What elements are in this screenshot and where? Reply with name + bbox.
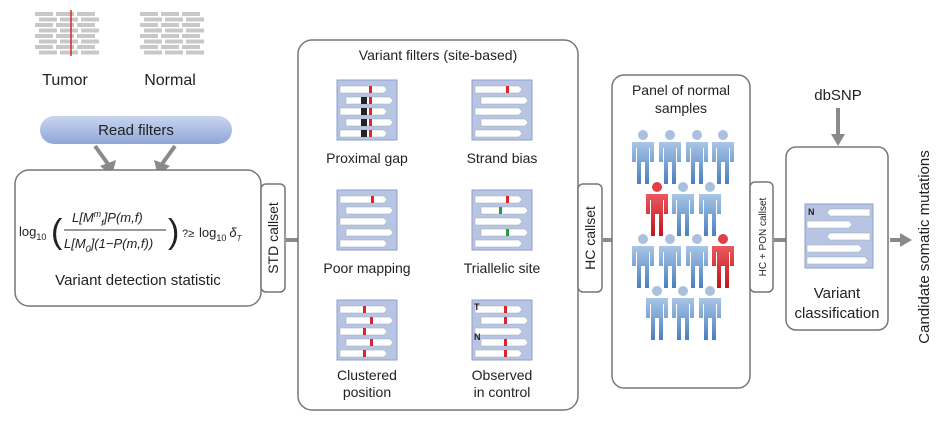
normal-person-icon: [686, 130, 708, 184]
formula-numerator: L[Mmf]P(m,f): [72, 209, 143, 228]
filter-proximal-gap: Proximal gap: [326, 79, 408, 166]
std-callset-tab: [260, 183, 286, 293]
tumor-reads-icon: [35, 10, 99, 56]
tumor-person-icon: [646, 182, 668, 236]
detection-formula: log10 ( L[Mmf]P(m,f) L[M0](1−P(m,f)) ) ?…: [19, 209, 243, 254]
filter-label: Strand bias: [467, 150, 538, 166]
normal-tag: N: [474, 332, 481, 342]
candidate-somatic-mutations-label: Candidate somatic mutations: [916, 150, 933, 343]
variant-detection-label: Variant detection statistic: [55, 272, 221, 289]
hc-pon-callset-label: HC + PON callset: [758, 197, 769, 276]
pon-title-line2: samples: [655, 100, 707, 116]
filter-label-line2: in control: [474, 384, 531, 400]
formula-left-paren: (: [51, 213, 63, 251]
classification-label: Variant: [814, 285, 861, 302]
hc-callset-tab: [577, 183, 603, 293]
filter-label: Clustered: [337, 367, 397, 383]
hc-callset-label: HC callset: [582, 206, 598, 270]
normal-person-icon: [699, 286, 721, 340]
classification-label-line2: classification: [794, 305, 879, 322]
filter-label: Poor mapping: [323, 260, 410, 276]
formula-denominator: L[M0](1−P(m,f)): [64, 236, 153, 254]
filter-reads-icon: [471, 189, 533, 251]
filter-label: Proximal gap: [326, 150, 408, 166]
normal-person-icon: [686, 234, 708, 288]
normal-person-icon: [632, 234, 654, 288]
hc-pon-callset-tab: [749, 181, 774, 293]
normal-person-icon: [659, 234, 681, 288]
normal-person-icon: [632, 130, 654, 184]
normal-person-icon: [712, 130, 734, 184]
formula-log-prefix: log10: [19, 224, 46, 242]
filter-reads-icon: TN: [471, 299, 533, 361]
filter-triallelic-site: Triallelic site: [464, 189, 541, 276]
normal-person-icon: [672, 182, 694, 236]
dbsnp-label: dbSNP: [814, 87, 862, 104]
filter-label: Observed: [472, 367, 533, 383]
normal-reads-icon: [140, 12, 204, 55]
read-filters-pill: [40, 116, 232, 144]
filter-poor-mapping: Poor mapping: [323, 189, 411, 276]
svg-text:N: N: [808, 207, 815, 217]
filter-reads-icon: [336, 189, 398, 251]
normal-person-icon: [659, 130, 681, 184]
filter-reads-icon: [336, 299, 398, 361]
read-filters-label: Read filters: [98, 122, 174, 139]
classification-reads-icon: N: [804, 203, 874, 269]
normal-label: Normal: [144, 72, 196, 89]
filter-strand-bias: Strand bias: [467, 79, 538, 166]
filter-label-line2: position: [343, 384, 391, 400]
filter-reads-icon: [471, 79, 533, 141]
tumor-person-icon: [712, 234, 734, 288]
variant-filters-title: Variant filters (site-based): [359, 47, 517, 63]
pon-title: Panel of normal: [632, 82, 730, 98]
std-callset-label: STD callset: [265, 202, 281, 274]
tumor-label: Tumor: [42, 72, 88, 89]
filter-reads-icon: [336, 79, 398, 141]
normal-person-icon: [699, 182, 721, 236]
formula-right-paren: ): [168, 213, 179, 251]
formula-comparator: ?≥: [182, 228, 194, 240]
filter-label: Triallelic site: [464, 260, 541, 276]
normal-person-icon: [672, 286, 694, 340]
normal-person-icon: [646, 286, 668, 340]
tumor-tag: T: [474, 302, 480, 312]
